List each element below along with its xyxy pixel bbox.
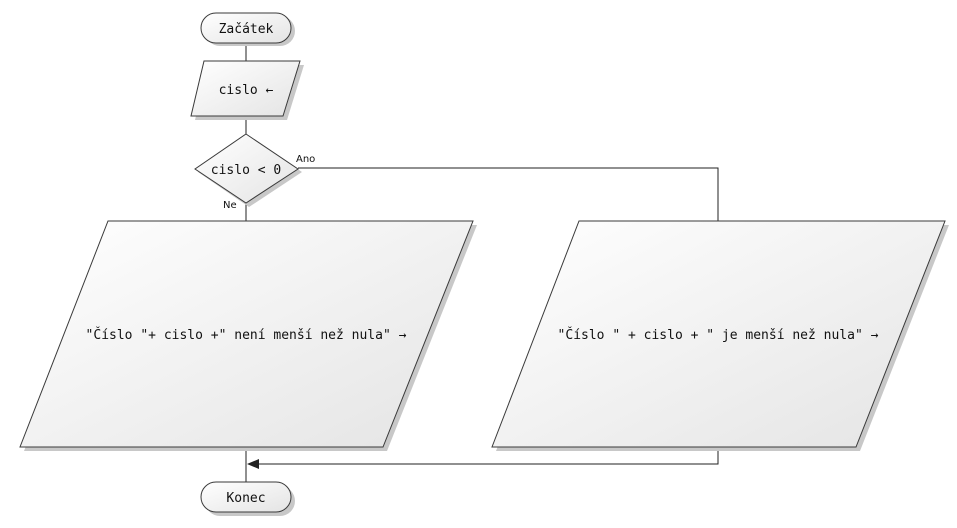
no-branch-label: Ne <box>223 200 237 211</box>
input-node: cislo ← <box>190 60 304 120</box>
yes-branch-label: Ano <box>296 154 315 165</box>
output-yes-node: "Číslo " + cislo + " je menší než nula" … <box>491 220 949 451</box>
input-label: cislo ← <box>219 83 274 98</box>
decision-node: cislo < 0 <box>194 133 302 207</box>
start-label: Začátek <box>219 22 274 37</box>
edge-decision-to-output-yes <box>298 167 719 221</box>
merge-arrowhead <box>247 459 259 469</box>
edges <box>245 44 719 482</box>
output-no-node: "Číslo "+ cislo +" není menší než nula" … <box>19 220 477 451</box>
output-yes-label: "Číslo " + cislo + " je menší než nula" … <box>558 327 879 343</box>
end-label: Konec <box>226 491 265 506</box>
edge-output-yes-to-merge <box>256 447 719 465</box>
decision-label: cislo < 0 <box>211 163 281 178</box>
end-node: Konec <box>200 481 295 516</box>
output-no-label: "Číslo "+ cislo +" není menší než nula" … <box>86 327 407 343</box>
start-node: Začátek <box>200 12 295 46</box>
